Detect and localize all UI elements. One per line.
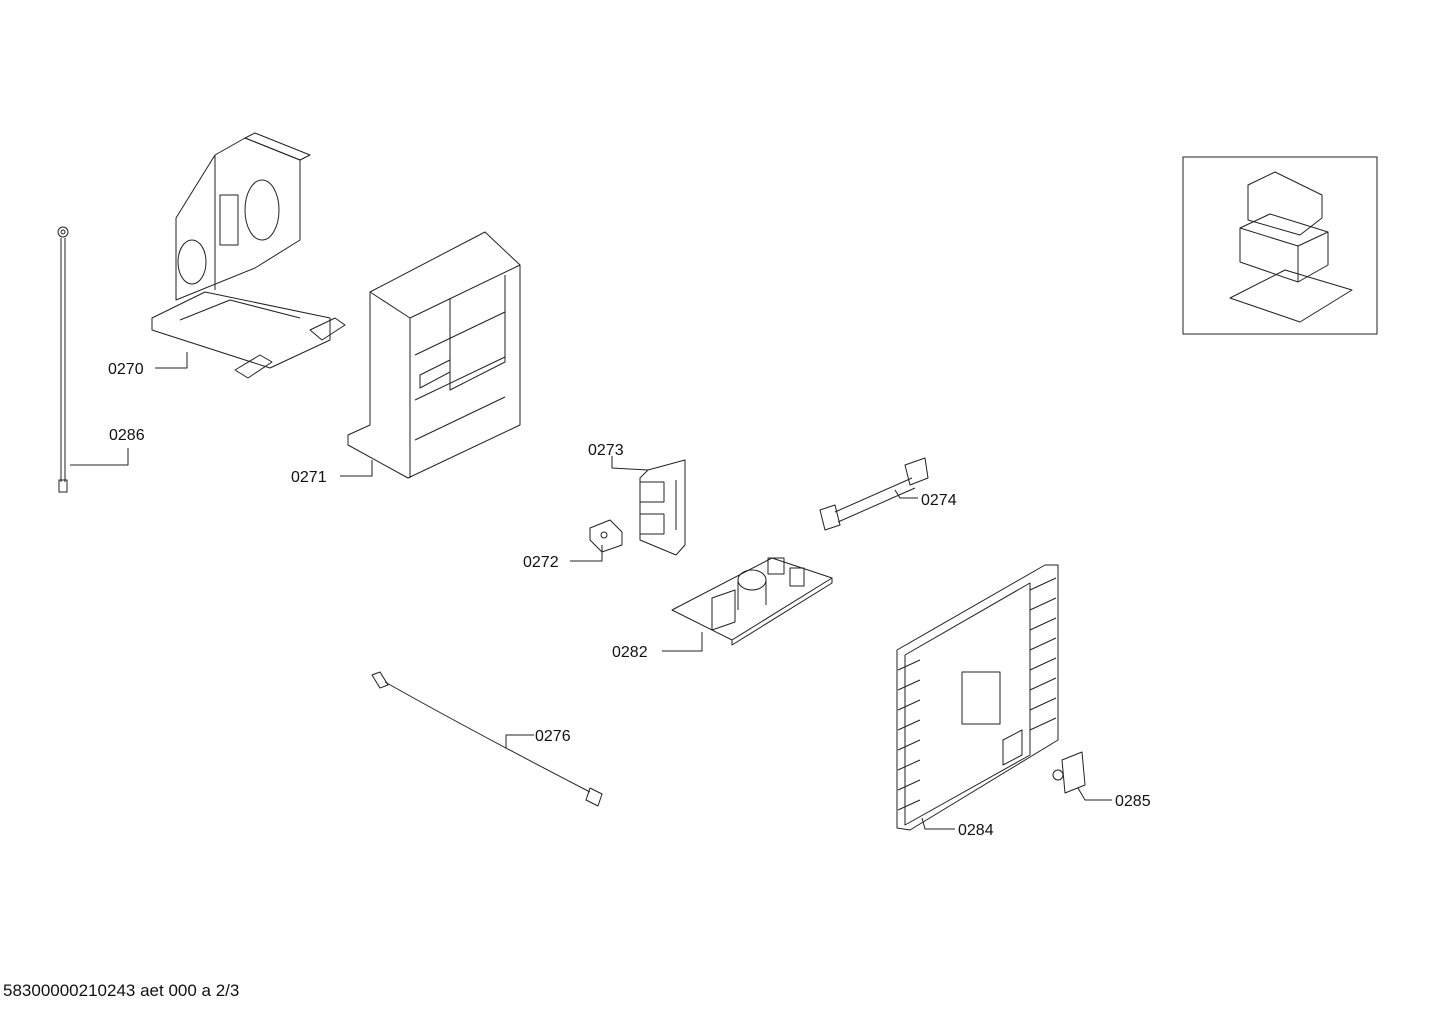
- leader-lines: [70, 352, 1112, 830]
- document-id: 58300000210243 aet 000 a 2/3: [3, 981, 240, 1000]
- label-0286: 0286: [109, 427, 145, 444]
- label-0276: 0276: [535, 728, 571, 745]
- label-0274: 0274: [921, 492, 957, 509]
- label-0272: 0272: [523, 554, 559, 571]
- part-0284-panel: [896, 564, 1059, 831]
- overview-inset: [1182, 156, 1378, 335]
- part-0270-bracket: [151, 132, 346, 379]
- label-0285: 0285: [1115, 793, 1151, 810]
- label-0284: 0284: [958, 822, 994, 839]
- label-0273: 0273: [588, 442, 624, 459]
- part-0273-board: [639, 459, 686, 556]
- part-0276-cable: [371, 671, 603, 807]
- label-0282: 0282: [612, 644, 648, 661]
- part-0286-cable: [57, 226, 69, 493]
- part-0282-power-board: [671, 557, 833, 646]
- label-0271: 0271: [291, 469, 327, 486]
- part-0274-connector: [819, 457, 929, 531]
- part-0271-housing: [347, 231, 521, 479]
- part-0272-clip: [589, 519, 623, 553]
- part-0285-plate: [1052, 751, 1086, 794]
- label-0270: 0270: [108, 361, 144, 378]
